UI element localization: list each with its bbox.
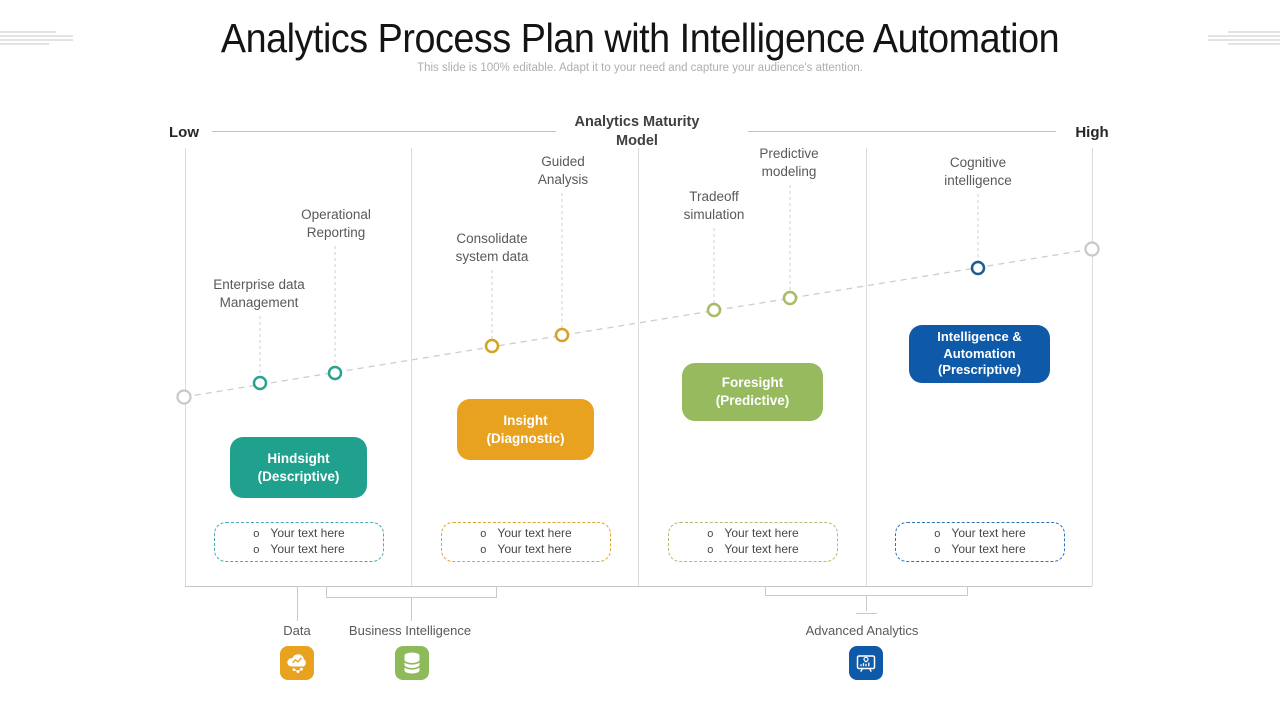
stage-box-insight[interactable]: Insight (Diagnostic) xyxy=(457,399,594,460)
milestone-line: Predictive xyxy=(759,146,819,161)
advanced-analytics-icon-tile xyxy=(849,646,883,680)
placeholder-textbox-insight[interactable]: Your text here Your text here xyxy=(441,522,611,562)
placeholder-bullet[interactable]: Your text here xyxy=(669,526,837,543)
cloud-data-icon xyxy=(287,654,306,673)
category-label-advanced-analytics: Advanced Analytics xyxy=(805,623,919,638)
milestone-label-guided-analysis: Guided Analysis xyxy=(488,153,638,189)
stage-box-line: (Descriptive) xyxy=(257,468,340,484)
placeholder-bullet[interactable]: Your text here xyxy=(215,542,383,559)
scale-high-label: High xyxy=(1075,124,1109,141)
deco-line xyxy=(0,35,73,37)
trend-end-marker xyxy=(1084,241,1100,257)
placeholder-textbox-foresight[interactable]: Your text here Your text here xyxy=(668,522,838,562)
placeholder-textbox-intelligence[interactable]: Your text here Your text here xyxy=(895,522,1065,562)
stage-box-line: Foresight xyxy=(721,375,784,390)
milestone-line: intelligence xyxy=(944,173,1012,188)
placeholder-bullet[interactable]: Your text here xyxy=(896,526,1064,543)
deco-line xyxy=(1228,31,1280,33)
milestone-line: modeling xyxy=(761,164,817,179)
placeholder-text: Your text here xyxy=(270,542,345,556)
stage-box-line: Automation xyxy=(943,345,1016,361)
stage-box-line: Insight xyxy=(503,412,548,428)
milestone-label-cognitive-intelligence: Cognitive intelligence xyxy=(903,154,1053,190)
milestone-label-operational-reporting: Operational Reporting xyxy=(261,206,411,242)
marker-operational-reporting xyxy=(327,365,343,381)
milestone-line: Operational xyxy=(301,207,371,222)
data-icon-tile xyxy=(280,646,314,680)
milestone-line: simulation xyxy=(683,207,745,222)
presentation-analytics-icon xyxy=(856,655,876,673)
maturity-model-line2: Model xyxy=(616,133,658,149)
placeholder-textbox-hindsight[interactable]: Your text here Your text here xyxy=(214,522,384,562)
database-icon xyxy=(403,652,421,674)
deco-line xyxy=(1208,39,1280,41)
milestone-line: Analysis xyxy=(537,172,589,187)
placeholder-bullet[interactable]: Your text here xyxy=(442,542,610,559)
stage-box-line: (Prescriptive) xyxy=(937,362,1022,378)
placeholder-text: Your text here xyxy=(270,525,345,540)
placeholder-bullet[interactable]: Your text here xyxy=(669,542,837,559)
deco-line xyxy=(1208,35,1280,37)
scale-low-label: Low xyxy=(169,124,199,141)
milestone-line: Consolidate xyxy=(456,231,528,246)
page-title: Analytics Process Plan with Intelligence… xyxy=(220,15,1060,61)
deco-line xyxy=(0,43,49,45)
marker-enterprise-data xyxy=(252,375,268,391)
milestone-label-predictive-modeling: Predictive modeling xyxy=(714,145,864,181)
stage-box-line: (Predictive) xyxy=(715,393,790,408)
placeholder-text: Your text here xyxy=(724,525,799,540)
category-label-data: Data xyxy=(283,623,311,638)
milestone-line: Management xyxy=(219,295,299,310)
marker-cognitive-intelligence xyxy=(970,260,986,276)
milestone-line: system data xyxy=(455,249,529,264)
milestone-label-consolidate-system-data: Consolidate system data xyxy=(417,230,567,266)
stage-box-hindsight[interactable]: Hindsight (Descriptive) xyxy=(230,437,367,498)
placeholder-bullet[interactable]: Your text here xyxy=(215,526,383,543)
placeholder-text: Your text here xyxy=(951,525,1026,540)
milestone-label-tradeoff-simulation: Tradeoff simulation xyxy=(639,188,789,224)
maturity-model-label: Analytics Maturity Model xyxy=(537,113,737,151)
placeholder-text: Your text here xyxy=(951,542,1026,556)
placeholder-text: Your text here xyxy=(497,542,572,556)
maturity-model-line1: Analytics Maturity xyxy=(574,114,700,130)
page-subtitle: This slide is 100% editable. Adapt it to… xyxy=(417,62,863,74)
placeholder-bullet[interactable]: Your text here xyxy=(442,526,610,543)
milestone-line: Reporting xyxy=(306,225,366,240)
category-label-business-intelligence: Business Intelligence xyxy=(348,623,472,638)
placeholder-text: Your text here xyxy=(497,525,572,540)
marker-guided-analysis xyxy=(554,327,570,343)
milestone-line: Enterprise data xyxy=(213,277,305,292)
marker-tradeoff-simulation xyxy=(706,302,722,318)
stage-box-line: Hindsight xyxy=(267,450,330,466)
milestone-line: Cognitive xyxy=(949,155,1007,170)
stage-box-intelligence-automation[interactable]: Intelligence & Automation (Prescriptive) xyxy=(909,325,1050,383)
milestone-line: Guided xyxy=(541,154,585,169)
marker-consolidate-system-data xyxy=(484,338,500,354)
stage-box-foresight[interactable]: Foresight (Predictive) xyxy=(682,363,823,421)
milestone-line: Tradeoff xyxy=(689,189,739,204)
stage-box-line: (Diagnostic) xyxy=(486,430,565,446)
trend-start-marker xyxy=(176,389,192,405)
stage-box-line: Intelligence & xyxy=(937,329,1022,345)
milestone-label-enterprise-data: Enterprise data Management xyxy=(184,276,334,312)
deco-line xyxy=(0,39,73,41)
business-intelligence-icon-tile xyxy=(395,646,429,680)
marker-predictive-modeling xyxy=(782,290,798,306)
deco-line xyxy=(1228,43,1280,45)
deco-line xyxy=(0,31,56,33)
placeholder-text: Your text here xyxy=(724,542,799,556)
placeholder-bullet[interactable]: Your text here xyxy=(896,542,1064,559)
footer-connectors xyxy=(297,586,968,621)
